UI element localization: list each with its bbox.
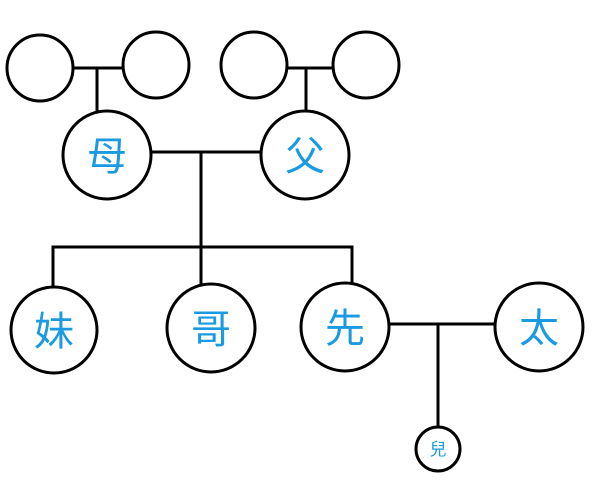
younger-sister-node: 妹 bbox=[9, 285, 99, 375]
older-brother-label: 哥 bbox=[191, 307, 231, 353]
child-label: 兒 bbox=[430, 440, 447, 460]
child-node: 兒 bbox=[414, 425, 462, 473]
spouse-label: 太 bbox=[519, 306, 559, 352]
spouse-node: 太 bbox=[493, 281, 585, 373]
older-brother-node: 哥 bbox=[165, 282, 257, 374]
connector-lines bbox=[51, 66, 498, 429]
maternal-grandfather-node bbox=[5, 33, 75, 103]
mother-node: 母 bbox=[61, 109, 153, 201]
self-label: 先 bbox=[325, 306, 365, 352]
maternal-grandmother-node bbox=[121, 30, 191, 100]
self-node: 先 bbox=[299, 281, 391, 373]
younger-sister-label: 妹 bbox=[34, 309, 74, 355]
paternal-grandmother-node bbox=[331, 30, 401, 100]
father-label: 父 bbox=[285, 134, 325, 180]
paternal-grandfather-node bbox=[219, 30, 289, 100]
father-node: 父 bbox=[259, 109, 351, 201]
mother-label: 母 bbox=[87, 134, 127, 180]
